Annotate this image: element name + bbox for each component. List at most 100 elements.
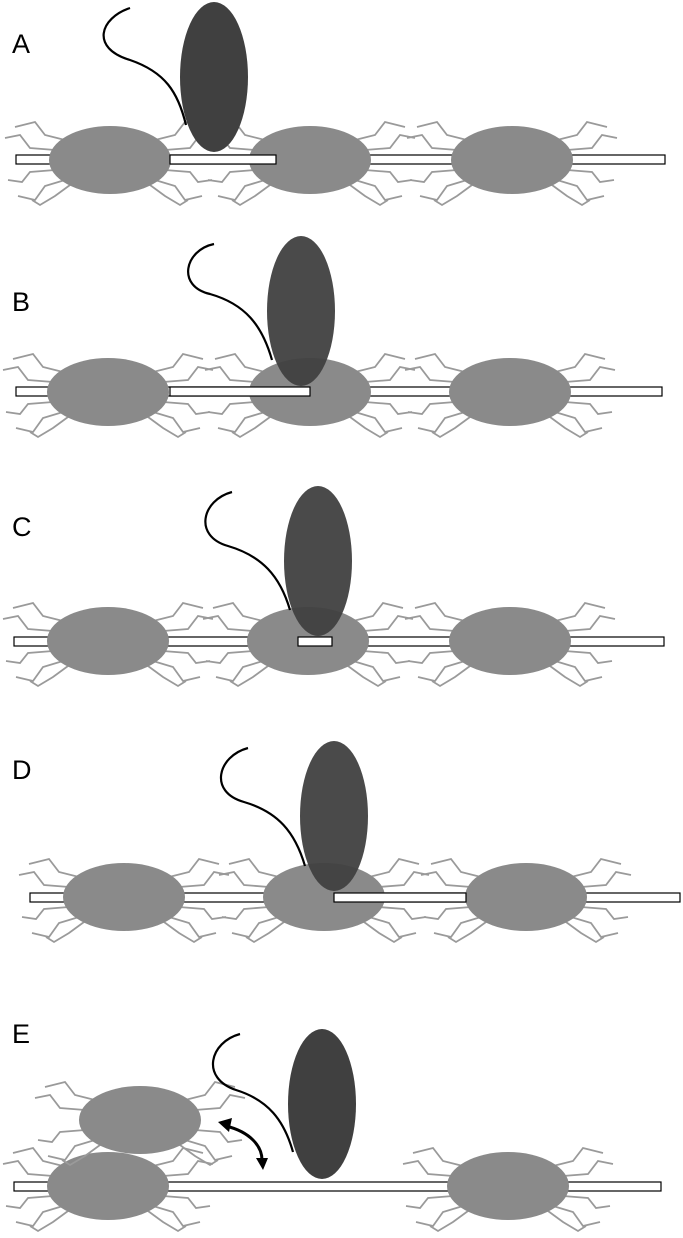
histone-tail xyxy=(29,1210,69,1233)
histone-tail xyxy=(231,416,271,439)
histone-tail xyxy=(194,1129,243,1143)
histone-tail xyxy=(164,169,213,183)
histone-core xyxy=(49,126,171,194)
unwrapped-dna-segment xyxy=(297,636,333,647)
panel-e: E xyxy=(2,1019,662,1233)
histone-tail xyxy=(152,352,204,373)
histone-tail xyxy=(15,660,64,683)
histone-core xyxy=(449,607,571,675)
histone-tail xyxy=(352,601,404,622)
rna-polymerase xyxy=(284,486,352,636)
histone-tail xyxy=(549,416,589,439)
histone-tail xyxy=(221,906,270,920)
histone-tail xyxy=(431,665,471,688)
histone-tail xyxy=(363,921,403,944)
nucleosome xyxy=(2,1146,214,1233)
histone-tail xyxy=(147,416,187,439)
histone-tail xyxy=(556,120,608,141)
histone-tail xyxy=(4,134,56,151)
histone-tail xyxy=(416,120,468,141)
histone-tail xyxy=(37,1129,86,1143)
histone-core xyxy=(449,358,571,426)
histone-tail xyxy=(152,601,204,622)
histone-core xyxy=(263,863,385,931)
histone-tail xyxy=(402,1160,454,1177)
histone-tail xyxy=(2,1160,54,1177)
histone-core xyxy=(63,863,185,931)
histone-tail xyxy=(47,1139,96,1162)
panel-label-e: E xyxy=(12,1019,30,1049)
histone-core xyxy=(249,126,371,194)
histone-tail xyxy=(149,184,189,207)
histone-tail xyxy=(215,660,264,683)
histone-tail xyxy=(580,906,629,920)
nucleosome xyxy=(402,1146,614,1233)
histone-tail xyxy=(378,906,427,920)
panel-label-b: B xyxy=(12,287,30,317)
histone-tail xyxy=(162,366,214,383)
histone-core xyxy=(47,1152,169,1220)
histone-tail xyxy=(430,857,482,878)
histone-tail xyxy=(554,601,606,622)
histone-tail xyxy=(406,134,458,151)
histone-tail xyxy=(12,601,64,622)
nucleosome xyxy=(204,120,416,207)
nucleosome xyxy=(420,857,632,944)
histone-tail xyxy=(2,615,54,632)
histone-tail xyxy=(431,416,471,439)
histone-tail xyxy=(347,665,387,688)
rna-transcript xyxy=(211,1032,295,1153)
histone-tail xyxy=(147,665,187,688)
histone-tail xyxy=(404,366,456,383)
nucleosome xyxy=(218,857,430,944)
histone-tail xyxy=(433,916,482,939)
histone-tail xyxy=(231,184,271,207)
histone-tail xyxy=(562,1160,614,1177)
rna-polymerase xyxy=(267,236,335,386)
nucleosome xyxy=(404,352,616,439)
histone-tail xyxy=(5,401,54,415)
panel-label-a: A xyxy=(12,29,30,59)
histone-tail xyxy=(368,916,417,939)
histone-tail xyxy=(564,401,613,415)
histone-tail xyxy=(354,352,406,373)
histone-tail xyxy=(565,921,605,944)
histone-tail xyxy=(21,906,70,920)
panel-d: D xyxy=(12,741,681,944)
histone-tail xyxy=(405,1195,454,1209)
panel-label-c: C xyxy=(12,512,32,542)
histone-tail xyxy=(45,921,85,944)
histone-tail xyxy=(207,169,256,183)
histone-tail xyxy=(205,650,254,664)
histone-tail xyxy=(407,650,456,664)
histone-tail xyxy=(566,169,615,183)
histone-tail xyxy=(152,1205,201,1228)
histone-tail xyxy=(28,857,80,878)
histone-tail xyxy=(417,660,466,683)
rna-transcript xyxy=(187,242,274,361)
histone-tail xyxy=(31,916,80,939)
histone-tail xyxy=(168,857,220,878)
histone-tail xyxy=(204,366,256,383)
rna-polymerase xyxy=(288,1029,356,1179)
rna-transcript xyxy=(102,6,188,126)
histone-tail xyxy=(551,184,591,207)
displaced-nucleosome xyxy=(34,1080,246,1167)
histone-tail xyxy=(354,179,403,202)
histone-tail xyxy=(12,352,64,373)
histone-tail xyxy=(202,615,254,632)
histone-tail xyxy=(549,665,589,688)
histone-tail xyxy=(245,921,285,944)
histone-tail xyxy=(556,179,605,202)
histone-tail xyxy=(2,366,54,383)
histone-tail xyxy=(162,401,211,415)
histone-core xyxy=(47,607,169,675)
histone-tail xyxy=(414,601,466,622)
histone-tail xyxy=(5,650,54,664)
histone-tail xyxy=(29,416,69,439)
histone-tail xyxy=(378,871,430,888)
unwrapped-dna-segment xyxy=(169,386,311,397)
histone-tail xyxy=(152,1146,204,1167)
histone-tail xyxy=(552,1205,601,1228)
